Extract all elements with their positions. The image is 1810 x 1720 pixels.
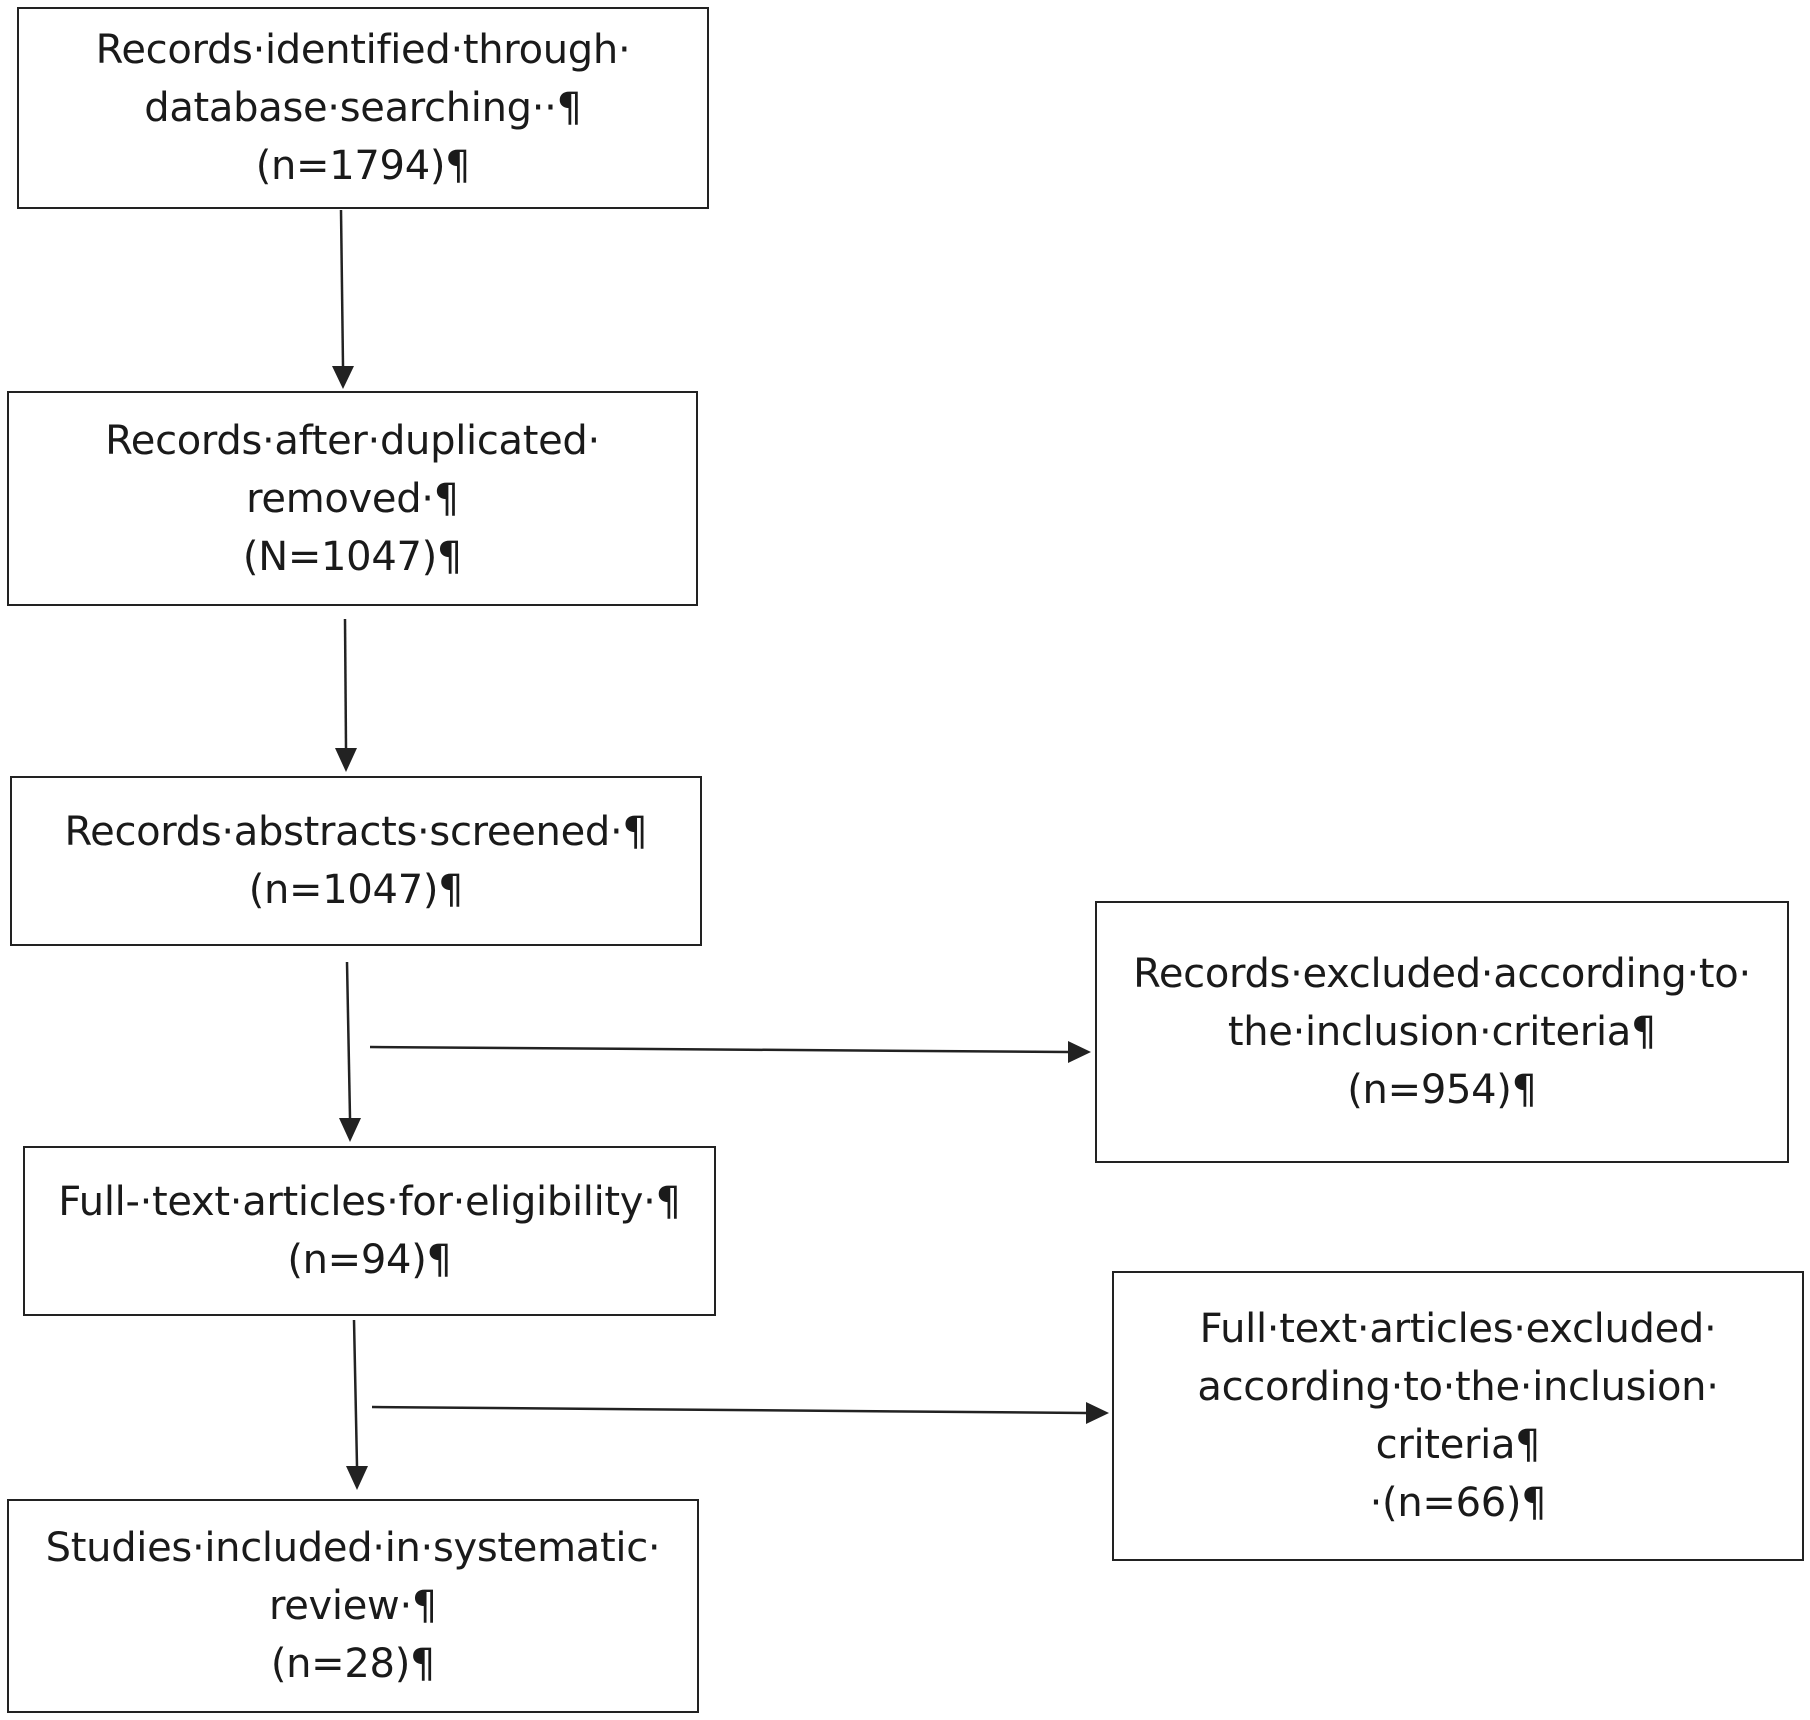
box-excluded-fulltext-count: ·(n=66)¶ bbox=[1369, 1480, 1547, 1526]
box-records-excluded: Records·excluded·according·to· the·inclu… bbox=[1095, 901, 1789, 1163]
box-excluded-fulltext-line-2: according·to·the·inclusion· bbox=[1197, 1364, 1719, 1410]
box-fulltext-excluded: Full·text·articles·excluded· according·t… bbox=[1112, 1271, 1804, 1561]
box-fulltext-line-1: Full-·text·articles·for·eligibility·¶ bbox=[58, 1179, 681, 1225]
box-duplicates-line-2: removed·¶ bbox=[246, 475, 459, 522]
box-abstracts-screened: Records·abstracts·screened·¶ (n=1047)¶ bbox=[10, 776, 702, 946]
arrowhead-fulltext-to-excluded-fulltext bbox=[1086, 1402, 1109, 1424]
arrow-fulltext-to-excluded-fulltext bbox=[371, 1405, 1087, 1415]
arrowhead-identified-to-duplicates bbox=[332, 366, 354, 389]
box-records-identified: Records·identified·through· database·sea… bbox=[17, 7, 709, 209]
box-excluded-criteria-count: (n=954)¶ bbox=[1347, 1067, 1537, 1113]
arrowhead-fulltext-to-included bbox=[346, 1466, 368, 1490]
box-studies-included: Studies·included·in·systematic· review·¶… bbox=[7, 1499, 699, 1713]
box-included-count: (n=28)¶ bbox=[270, 1641, 436, 1687]
arrow-identified-to-duplicates bbox=[339, 209, 345, 367]
box-excluded-fulltext-line-1: Full·text·articles·excluded· bbox=[1199, 1306, 1717, 1352]
box-screened-line-1: Records·abstracts·screened·¶ bbox=[64, 809, 648, 855]
box-duplicates-line-1: Records·after·duplicated· bbox=[105, 417, 600, 464]
box-included-line-2: review·¶ bbox=[268, 1583, 438, 1629]
box-included-line-1: Studies·included·in·systematic· bbox=[45, 1525, 661, 1571]
box-records-identified-line-2: database·searching··¶ bbox=[144, 85, 582, 131]
box-duplicates-count: (N=1047)¶ bbox=[242, 533, 463, 580]
arrowhead-duplicates-to-screened bbox=[335, 748, 357, 772]
arrow-duplicates-to-screened bbox=[343, 618, 348, 749]
box-excluded-criteria-line-2: the·inclusion·criteria¶ bbox=[1227, 1009, 1657, 1055]
box-records-identified-count: (n=1794)¶ bbox=[255, 143, 471, 189]
box-excluded-fulltext-line-3: criteria¶ bbox=[1375, 1422, 1541, 1468]
box-fulltext-eligibility: Full-·text·articles·for·eligibility·¶ (n… bbox=[23, 1146, 716, 1316]
arrow-screened-to-excluded-criteria bbox=[369, 1045, 1069, 1054]
arrowhead-screened-to-fulltext bbox=[339, 1118, 361, 1142]
arrow-screened-to-fulltext bbox=[345, 961, 352, 1119]
arrow-fulltext-to-included bbox=[352, 1319, 359, 1467]
box-records-duplicates-removed: Records·after·duplicated· removed·¶ (N=1… bbox=[7, 391, 698, 606]
box-fulltext-count: (n=94)¶ bbox=[287, 1237, 452, 1283]
box-records-identified-line-1: Records·identified·through· bbox=[95, 27, 631, 73]
box-screened-count: (n=1047)¶ bbox=[248, 867, 464, 913]
box-excluded-criteria-line-1: Records·excluded·according·to· bbox=[1133, 951, 1751, 997]
arrowhead-screened-to-excluded-criteria bbox=[1068, 1041, 1091, 1063]
